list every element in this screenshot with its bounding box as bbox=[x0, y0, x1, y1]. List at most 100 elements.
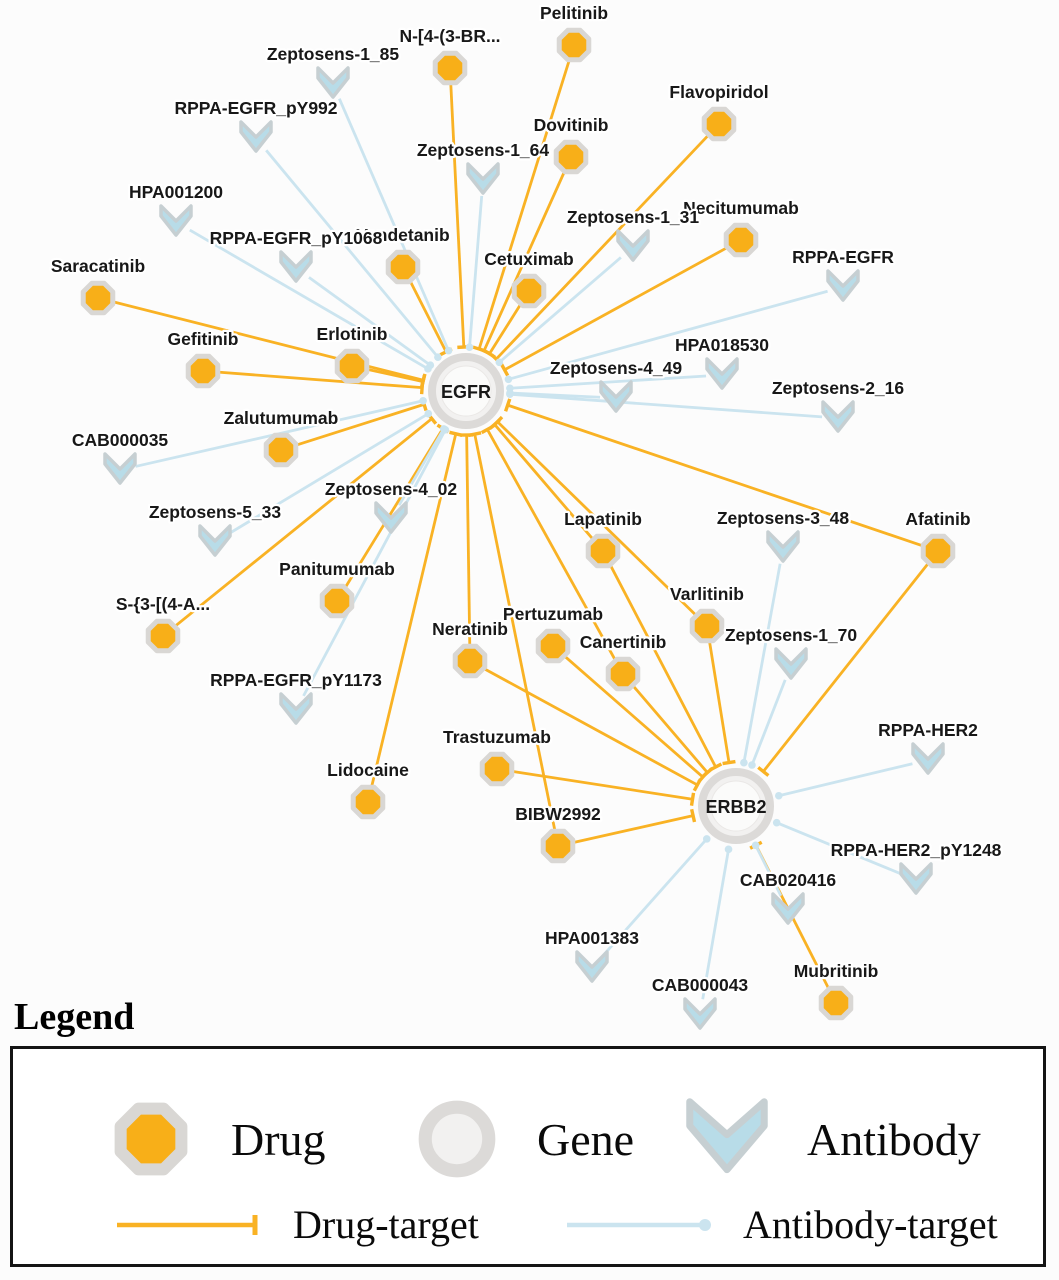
drug-node-Mubritinib[interactable] bbox=[818, 985, 854, 1021]
drug-node-N-[4-(3-BR...[interactable] bbox=[432, 50, 468, 86]
label-layer: PelitinibN-[4-(3-BR...DovitinibFlavopiri… bbox=[49, 1, 1004, 998]
antibody-node-Zeptosens-2_16[interactable] bbox=[821, 400, 855, 433]
drug-node-S-{3-[(4-A...[interactable] bbox=[145, 618, 181, 654]
node-label: Zeptosens-1_85 bbox=[267, 44, 400, 64]
gene-label: ERBB2 bbox=[705, 797, 766, 817]
legend-item-drug-target: Drug-target bbox=[109, 1201, 479, 1248]
antibody-node-Zeptosens-1_31[interactable] bbox=[616, 229, 650, 262]
node-label: Pelitinib bbox=[540, 3, 608, 23]
node-label: CAB020416 bbox=[740, 870, 837, 890]
gene-node-ERBB2[interactable]: ERBB2 bbox=[698, 768, 774, 844]
antibody-node-CAB020416[interactable] bbox=[771, 892, 805, 925]
drug-target-edge bbox=[499, 246, 727, 377]
antibody-node-HPA001383[interactable] bbox=[575, 950, 609, 983]
node-label: RPPA-EGFR_pY1068 bbox=[210, 228, 383, 248]
antibody-target-edge bbox=[338, 98, 453, 355]
node-label: Lapatinib bbox=[564, 509, 642, 529]
drug-target-edge bbox=[368, 368, 427, 389]
node-label: BIBW2992 bbox=[515, 804, 601, 824]
antibody-node-RPPA-EGFR_pY1173[interactable] bbox=[279, 692, 313, 725]
drug-node-Zalutumumab[interactable] bbox=[263, 432, 299, 468]
antibody-target-edge bbox=[772, 818, 902, 876]
antibody-node-Zeptosens-5_33[interactable] bbox=[198, 524, 232, 557]
node-label: S-{3-[(4-A... bbox=[116, 594, 210, 614]
drug-target-edge bbox=[114, 300, 427, 387]
drug-node-Necitumumab[interactable] bbox=[723, 222, 759, 258]
gene-node-EGFR[interactable]: EGFR bbox=[428, 353, 504, 429]
drug-node-BIBW2992[interactable] bbox=[540, 828, 576, 864]
antibody-target-edge bbox=[701, 845, 733, 1000]
drug-node-Flavopiridol[interactable] bbox=[701, 106, 737, 142]
drug-node-Varlitinib[interactable] bbox=[689, 608, 725, 644]
legend-item-gene: Gene bbox=[411, 1093, 634, 1185]
antibody-node-RPPA-HER2_pY1248[interactable] bbox=[899, 862, 933, 895]
drug-node-Dovitinib[interactable] bbox=[553, 139, 589, 175]
drug-target-edge bbox=[503, 398, 923, 547]
drug-node-Panitumumab[interactable] bbox=[319, 583, 355, 619]
drug-node-Canertinib[interactable] bbox=[605, 656, 641, 692]
antibody-node-Zeptosens-1_85[interactable] bbox=[316, 66, 350, 99]
node-label: Zeptosens-1_31 bbox=[567, 207, 700, 227]
drug-node-Lidocaine[interactable] bbox=[350, 784, 386, 820]
node-label: Zeptosens-4_02 bbox=[325, 479, 458, 499]
drug-node-Erlotinib[interactable] bbox=[334, 348, 370, 384]
node-label: HPA001383 bbox=[545, 928, 639, 948]
antibody-node-Zeptosens-4_49[interactable] bbox=[599, 380, 633, 413]
node-label: Zeptosens-4_49 bbox=[550, 358, 683, 378]
antibody-node-Zeptosens-3_48[interactable] bbox=[766, 530, 800, 563]
legend-label-antibody: Antibody bbox=[807, 1113, 981, 1165]
node-label: Lidocaine bbox=[327, 760, 409, 780]
antibody-target-edge bbox=[774, 762, 913, 800]
legend-label-antibody-target: Antibody-target bbox=[743, 1202, 998, 1247]
legend-item-antibody-target: Antibody-target bbox=[559, 1201, 998, 1248]
node-label: Zeptosens-3_48 bbox=[717, 508, 850, 528]
node-label: Mubritinib bbox=[794, 961, 879, 981]
antibody-target-edge bbox=[308, 276, 435, 370]
antibody-node-CAB000043[interactable] bbox=[683, 997, 717, 1030]
drug-node-Lapatinib[interactable] bbox=[585, 533, 621, 569]
antibody-node-Zeptosens-4_02[interactable] bbox=[374, 501, 408, 534]
antibody-target-edge bbox=[748, 679, 787, 769]
drug-target-edge bbox=[632, 686, 714, 779]
node-label: RPPA-EGFR_pY992 bbox=[174, 98, 337, 118]
drug-target-edge bbox=[564, 656, 709, 784]
antibody-node-RPPA-EGFR_pY992[interactable] bbox=[239, 120, 273, 153]
drug-node-Vandetanib[interactable] bbox=[385, 249, 421, 285]
drug-target-edge bbox=[491, 415, 696, 616]
drug-target-edge bbox=[574, 808, 697, 844]
node-label: Zeptosens-5_33 bbox=[149, 502, 282, 522]
legend-box: Drug Gene Antibody Drug-target Antibody-… bbox=[10, 1046, 1046, 1267]
node-label: Zeptosens-2_16 bbox=[772, 378, 905, 398]
drug-node-Gefitinib[interactable] bbox=[185, 353, 221, 389]
drug-node-Neratinib[interactable] bbox=[452, 643, 488, 679]
node-label: Flavopiridol bbox=[669, 82, 768, 102]
antibody-node-CAB000035[interactable] bbox=[103, 452, 137, 485]
drug-node-Pertuzumab[interactable] bbox=[535, 628, 571, 664]
legend-item-drug: Drug bbox=[105, 1093, 326, 1185]
antibody-node-Zeptosens-1_64[interactable] bbox=[466, 162, 500, 195]
antibody-node-RPPA-EGFR_pY1068[interactable] bbox=[279, 250, 313, 283]
node-label: Panitumumab bbox=[279, 559, 395, 579]
drug-node-Saracatinib[interactable] bbox=[80, 280, 116, 316]
antibody-node-HPA001200[interactable] bbox=[159, 204, 193, 237]
node-label: Varlitinib bbox=[670, 584, 744, 604]
legend-title: Legend bbox=[14, 996, 135, 1038]
drug-target-edge bbox=[708, 642, 736, 766]
node-label: CAB000043 bbox=[652, 975, 749, 995]
node-label: Zeptosens-1_64 bbox=[417, 140, 550, 160]
node-label: RPPA-EGFR bbox=[792, 247, 894, 267]
antibody-node-RPPA-HER2[interactable] bbox=[911, 742, 945, 775]
antibody-node-HPA018530[interactable] bbox=[705, 357, 739, 390]
node-label: N-[4-(3-BR... bbox=[399, 26, 500, 46]
antibody-node-RPPA-EGFR[interactable] bbox=[826, 269, 860, 302]
antibody-node-Zeptosens-1_70[interactable] bbox=[774, 647, 808, 680]
node-layer: EGFR ERBB2 bbox=[80, 27, 956, 1030]
legend-label-gene: Gene bbox=[537, 1113, 635, 1165]
drug-node-Trastuzumab[interactable] bbox=[479, 751, 515, 787]
drug-node-Pelitinib[interactable] bbox=[556, 27, 592, 63]
drug-node-Cetuximab[interactable] bbox=[511, 273, 547, 309]
drug-node-Afatinib[interactable] bbox=[920, 533, 956, 569]
edge-layer bbox=[114, 60, 929, 1000]
gene-node-icon bbox=[418, 1100, 496, 1178]
node-label: Erlotinib bbox=[317, 324, 388, 344]
